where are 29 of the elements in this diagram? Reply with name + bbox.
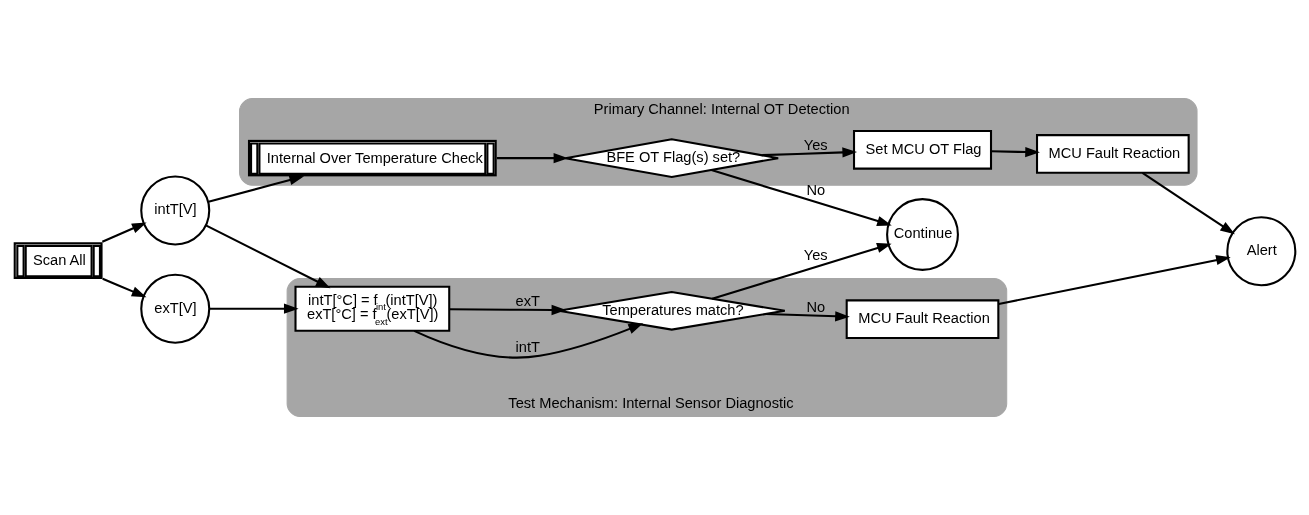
arrow bbox=[209, 303, 299, 314]
node-diamond: BFE OT Flag(s) set? bbox=[564, 138, 780, 179]
edge-label: Yes bbox=[803, 137, 828, 153]
arrow bbox=[101, 222, 147, 243]
arrow bbox=[711, 169, 892, 226]
edge-label: intT bbox=[515, 338, 541, 355]
node-circle: exT[V] bbox=[140, 273, 211, 344]
arrow bbox=[413, 323, 644, 359]
arrow bbox=[761, 147, 858, 158]
edge-label: No bbox=[806, 299, 826, 316]
arrow bbox=[1141, 172, 1235, 235]
node-box: Set MCU OT Flag bbox=[852, 129, 993, 170]
node-circle: Alert bbox=[1226, 216, 1297, 287]
arrow bbox=[766, 311, 850, 322]
arrow bbox=[998, 255, 1231, 306]
node-box: intT[°C] = f$_{int}$(intT[V]) exT[°C] = f$_{ext}$(exT[V]) bbox=[294, 285, 451, 332]
arrow bbox=[449, 304, 567, 316]
arrow bbox=[205, 224, 331, 289]
arrow bbox=[496, 153, 569, 164]
node-circle: Continue bbox=[886, 198, 959, 271]
node-box: MCU Fault Reaction bbox=[845, 299, 1000, 340]
edge-label: exT bbox=[515, 292, 541, 309]
arrow bbox=[102, 277, 147, 298]
node-box: MCU Fault Reaction bbox=[1035, 134, 1190, 174]
arrow bbox=[991, 146, 1040, 158]
edge-label: Yes bbox=[803, 246, 828, 263]
arrow bbox=[711, 243, 892, 300]
arrow bbox=[208, 175, 305, 203]
node-circle: intT[V] bbox=[140, 175, 211, 246]
